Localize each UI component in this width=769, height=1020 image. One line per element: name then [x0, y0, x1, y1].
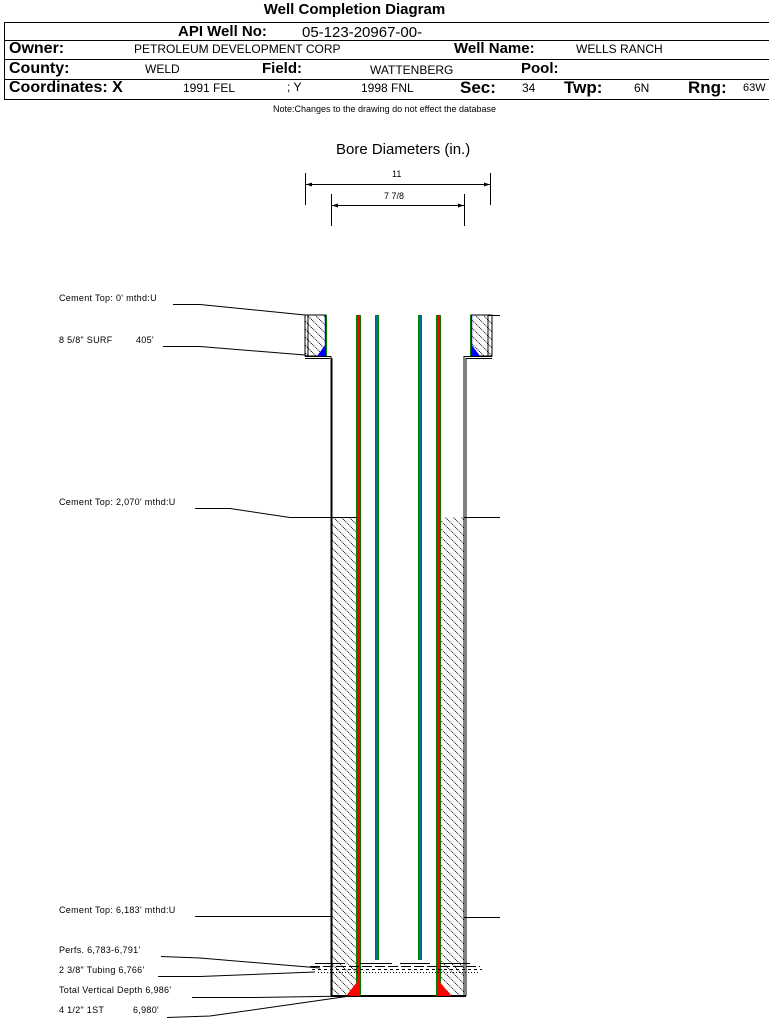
bore-diameter-label: 7 7/8	[384, 191, 405, 201]
production-casing-label: 4 1/2" 1ST	[59, 1005, 105, 1015]
county-value: WELD	[145, 62, 180, 76]
perforations	[310, 963, 482, 973]
production-cement-right	[440, 517, 464, 996]
tubing-left	[375, 315, 379, 960]
production-casing-left	[346, 315, 361, 996]
bore-diameter-label: 11	[392, 169, 402, 179]
surface-casing-depth: 405'	[136, 335, 154, 345]
pool-label: Pool:	[521, 60, 559, 77]
surface-casing-label: 8 5/8" SURF	[59, 335, 113, 345]
county-label: County:	[9, 60, 70, 77]
disclaimer-note: Note:Changes to the drawing do not effec…	[273, 104, 496, 114]
well-header-table	[4, 22, 769, 100]
page-title: Well Completion Diagram	[263, 1, 446, 18]
bore-dimension-11	[305, 173, 491, 205]
header-divider	[5, 59, 769, 60]
surface-cement-right	[470, 314, 500, 357]
cement-top-3-label: Cement Top: 6,183' mthd:U	[59, 905, 176, 915]
sec-value: 34	[522, 81, 536, 95]
coordinate-y-label: ; Y	[287, 80, 302, 94]
api-well-no-label: API Well No:	[178, 23, 267, 40]
production-casing-right	[436, 315, 451, 996]
coordinates-label: Coordinates: X	[9, 79, 123, 96]
tubing-label: 2 3/8" Tubing 6,766'	[59, 965, 145, 975]
rng-label: Rng:	[688, 78, 727, 97]
owner-label: Owner:	[9, 40, 65, 57]
total-vertical-depth-label: Total Vertical Depth 6,986'	[59, 985, 172, 995]
production-casing-depth: 6,980'	[133, 1005, 160, 1015]
rng-value: 63W	[743, 82, 766, 94]
diagram-caption: Bore Diameters (in.)	[336, 141, 471, 158]
coordinate-y-value: 1998 FNL	[361, 81, 414, 95]
tubing-right	[418, 315, 422, 960]
twp-label: Twp:	[564, 78, 603, 97]
production-cement-left	[332, 517, 357, 996]
bore-dimension-7-7-8	[331, 194, 465, 226]
twp-value: 6N	[634, 81, 650, 95]
coordinate-x-value: 1991 FEL	[183, 81, 236, 95]
field-value: WATTENBERG	[370, 63, 454, 77]
surface-cement-left	[304, 314, 327, 357]
api-well-no-value: 05-123-20967-00-	[302, 24, 423, 41]
owner-value: PETROLEUM DEVELOPMENT CORP	[134, 42, 341, 56]
leader-lines	[158, 304, 351, 1018]
sec-label: Sec:	[460, 78, 496, 97]
well-name-label: Well Name:	[454, 40, 535, 57]
header-divider	[5, 79, 769, 80]
perfs-label: Perfs. 6,783-6,791'	[59, 945, 141, 955]
cement-top-surface-label: Cement Top: 0' mthd:U	[59, 293, 157, 303]
header-divider	[5, 40, 769, 41]
well-name-value: WELLS RANCH	[576, 42, 663, 56]
cement-top-2-label: Cement Top: 2,070' mthd:U	[59, 497, 176, 507]
field-label: Field:	[262, 60, 302, 77]
